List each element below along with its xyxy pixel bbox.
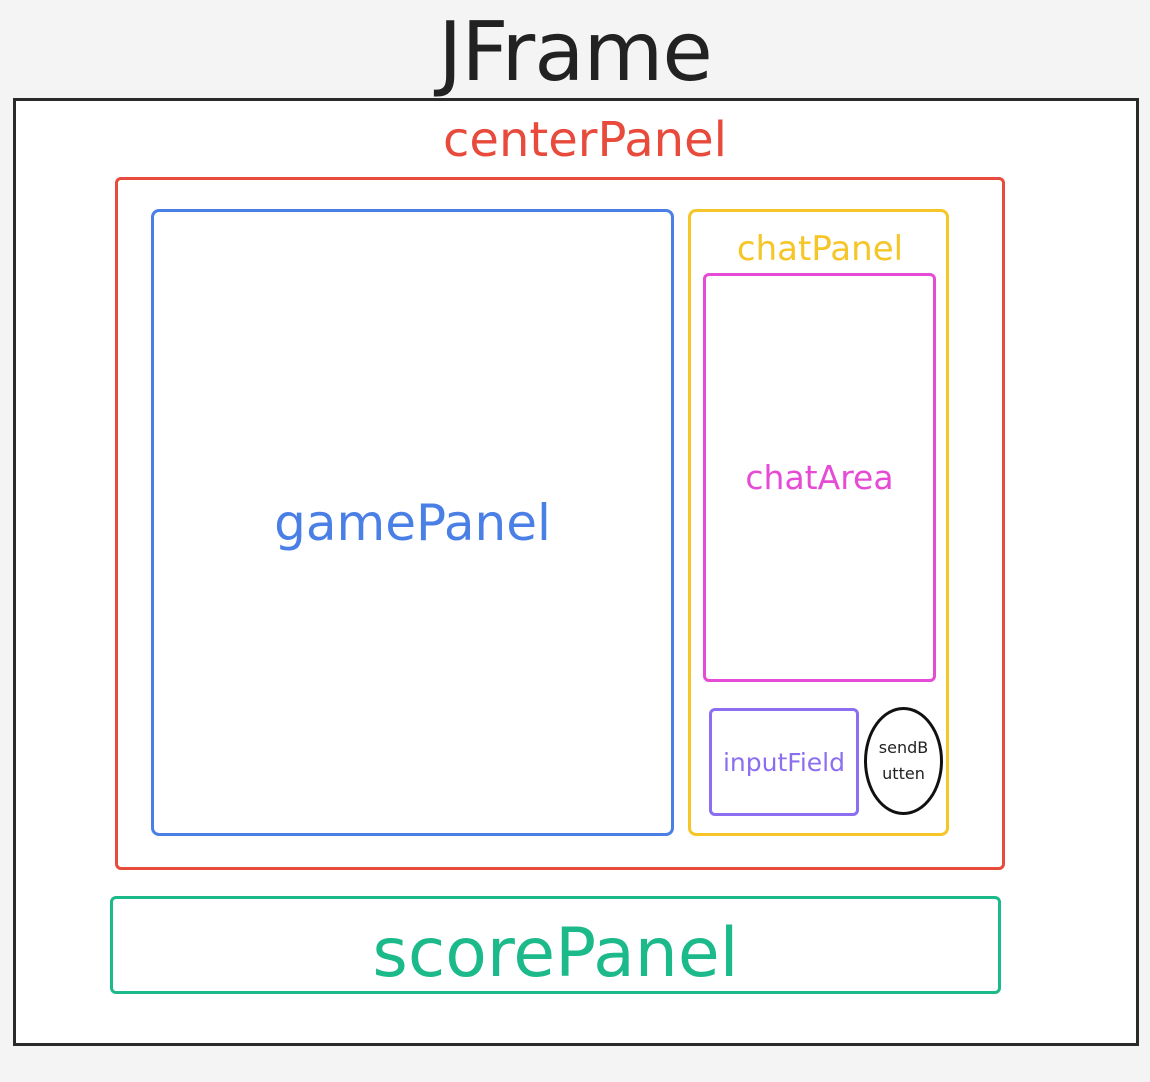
send-button-ellipse: sendB utten: [864, 707, 943, 815]
center-panel-box: [115, 177, 1005, 870]
game-panel-label: gamePanel: [274, 493, 551, 552]
chat-panel-label: chatPanel: [736, 229, 904, 269]
center-panel-label: centerPanel: [443, 112, 727, 168]
score-panel-label: scorePanel: [372, 914, 739, 993]
chat-panel-box: [688, 209, 949, 836]
input-field-box: inputField: [709, 708, 859, 816]
input-field-label: inputField: [722, 747, 845, 777]
jframe-box: [13, 98, 1139, 1046]
diagram-title: JFrame: [438, 5, 713, 100]
score-panel-box: scorePanel: [110, 896, 1001, 994]
chat-area-label: chatArea: [745, 458, 894, 497]
send-button-label: sendB utten: [878, 738, 929, 783]
chat-area-box: chatArea: [703, 273, 936, 682]
game-panel-box: gamePanel: [151, 209, 674, 836]
